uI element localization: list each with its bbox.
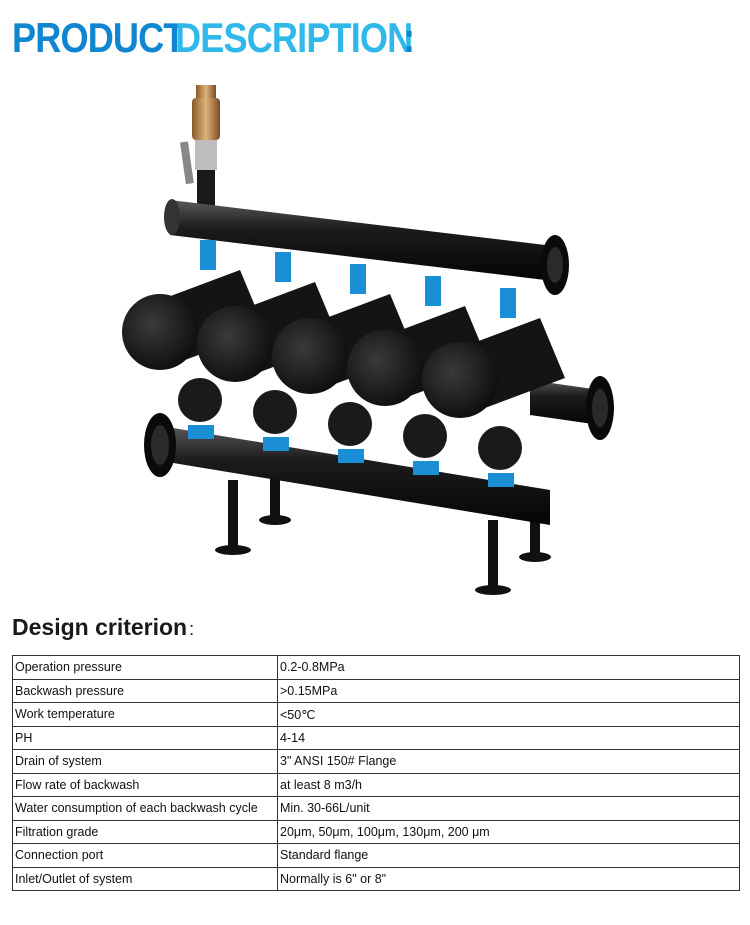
- table-row: Water consumption of each backwash cycle…: [12, 796, 740, 821]
- spec-value: <50℃: [277, 702, 740, 727]
- disc-filter-units: [122, 240, 565, 487]
- spec-label: Inlet/Outlet of system: [12, 866, 278, 891]
- page-banner: PRODUCT DESCRIPTION :: [12, 14, 416, 66]
- spec-value: at least 8 m3/h: [277, 772, 740, 797]
- spec-label: Water consumption of each backwash cycle: [12, 796, 278, 821]
- filter-system-image: [122, 85, 614, 595]
- air-release-valve: [180, 85, 220, 210]
- spec-value: Standard flange: [277, 843, 740, 868]
- spec-label: PH: [12, 725, 278, 750]
- spec-label: Drain of system: [12, 749, 278, 774]
- spec-label: Work temperature: [12, 702, 278, 727]
- table-row: Work temperature<50℃: [12, 702, 740, 727]
- section-suffix: :: [189, 619, 195, 639]
- upper-manifold-pipe: [164, 199, 569, 295]
- spec-value: 3" ANSI 150# Flange: [277, 749, 740, 774]
- table-row: Backwash pressure>0.15MPa: [12, 678, 740, 703]
- spec-label: Connection port: [12, 843, 278, 868]
- spec-label: Filtration grade: [12, 819, 278, 844]
- support-legs: [215, 468, 551, 595]
- spec-value: 4-14: [277, 725, 740, 750]
- spec-label: Flow rate of backwash: [12, 772, 278, 797]
- spec-value: 20μm, 50μm, 100μm, 130μm, 200 μm: [277, 819, 740, 844]
- spec-value: Min. 30-66L/unit: [277, 796, 740, 821]
- outlet-flange: [530, 376, 614, 440]
- spec-value: >0.15MPa: [277, 678, 740, 703]
- section-heading: Design criterion:: [12, 614, 194, 641]
- spec-value: Normally is 6" or 8": [277, 866, 740, 891]
- banner-word-product: PRODUCT: [12, 14, 185, 61]
- section-title: Design criterion: [12, 614, 188, 640]
- banner-word-description: DESCRIPTION: [174, 14, 413, 61]
- spec-value: 0.2-0.8MPa: [277, 655, 740, 680]
- lower-manifold-pipe: [144, 413, 550, 525]
- spec-label: Operation pressure: [12, 655, 278, 680]
- banner-colon: :: [402, 14, 415, 61]
- spec-label: Backwash pressure: [12, 678, 278, 703]
